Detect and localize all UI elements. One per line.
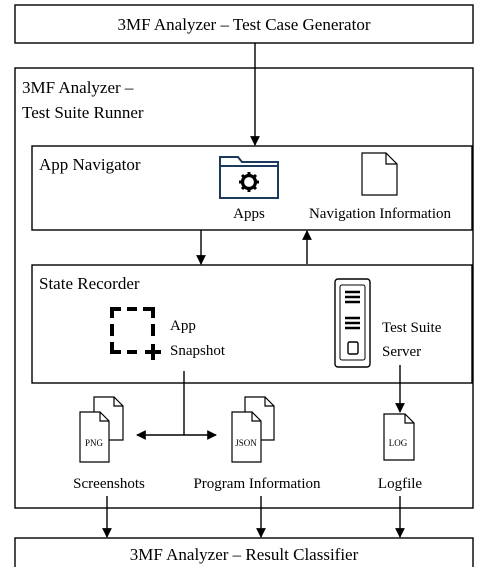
log-badge: LOG bbox=[389, 438, 408, 448]
test-case-generator-box: 3MF Analyzer – Test Case Generator bbox=[14, 4, 474, 44]
server-tower-icon bbox=[334, 278, 371, 368]
stacked-files-icon bbox=[79, 396, 124, 463]
document-icon bbox=[361, 152, 398, 196]
program-information-label: Program Information bbox=[193, 476, 321, 492]
navigation-information-label: Navigation Information bbox=[309, 206, 452, 222]
test-suite-server-label-line1: Test Suite bbox=[382, 320, 442, 336]
logfile-label: Logfile bbox=[378, 476, 422, 492]
file-icon bbox=[383, 413, 415, 461]
selection-plus-icon bbox=[110, 307, 161, 360]
stacked-files-icon bbox=[231, 396, 275, 463]
app-snapshot-label-line1: App bbox=[170, 318, 196, 334]
result-classifier-box: 3MF Analyzer – Result Classifier bbox=[14, 537, 474, 567]
folder-gear-icon bbox=[219, 156, 279, 199]
test-suite-runner-title-line1: 3MF Analyzer – bbox=[22, 78, 134, 97]
test-case-generator-label: 3MF Analyzer – Test Case Generator bbox=[118, 15, 371, 34]
apps-label: Apps bbox=[233, 206, 265, 222]
screenshots-label: Screenshots bbox=[73, 476, 145, 492]
app-snapshot-label-line2: Snapshot bbox=[170, 343, 226, 359]
result-classifier-label: 3MF Analyzer – Result Classifier bbox=[130, 545, 359, 564]
app-navigator-title: App Navigator bbox=[39, 155, 141, 174]
json-badge: JSON bbox=[235, 438, 257, 448]
state-recorder-title: State Recorder bbox=[39, 274, 140, 293]
test-suite-server-label-line2: Server bbox=[382, 344, 421, 360]
png-badge: PNG bbox=[85, 438, 104, 448]
test-suite-runner-title-line2: Test Suite Runner bbox=[22, 103, 144, 122]
state-recorder-box: State Recorder bbox=[31, 264, 473, 384]
